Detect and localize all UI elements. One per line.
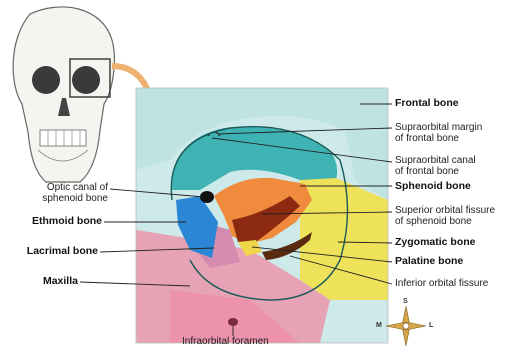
compass-s: S (403, 298, 408, 305)
orbit-panel (136, 88, 388, 343)
label-maxilla: Maxilla (4, 276, 78, 287)
label-supraorbital-canal: Supraorbital canal (395, 155, 476, 166)
label-infraorbital-foramen: Infraorbital foramen (182, 336, 269, 347)
label-superior-orbital-fissure: Superior orbital fissure (395, 205, 495, 216)
compass-rose (386, 306, 426, 346)
label-superior-orbital-fissure-2: of sphenoid bone (395, 216, 472, 227)
label-frontal-bone: Frontal bone (395, 98, 459, 109)
label-zygomatic-bone: Zygomatic bone (395, 237, 476, 248)
label-supraorbital-margin: Supraorbital margin (395, 122, 482, 133)
label-supraorbital-canal-2: of frontal bone (395, 166, 459, 177)
label-palatine-bone: Palatine bone (395, 256, 463, 267)
label-optic-canal-2: sphenoid bone (14, 193, 108, 204)
skull-thumbnail (13, 7, 114, 182)
label-optic-canal: Optic canal of (14, 182, 108, 193)
label-sphenoid-bone: Sphenoid bone (395, 181, 471, 192)
label-lacrimal-bone: Lacrimal bone (4, 246, 98, 257)
compass-l: L (429, 322, 433, 329)
label-ethmoid-bone: Ethmoid bone (4, 216, 102, 227)
label-supraorbital-margin-2: of frontal bone (395, 133, 459, 144)
compass-m: M (376, 322, 382, 329)
label-inferior-orbital-fissure: Inferior orbital fissure (395, 278, 488, 289)
